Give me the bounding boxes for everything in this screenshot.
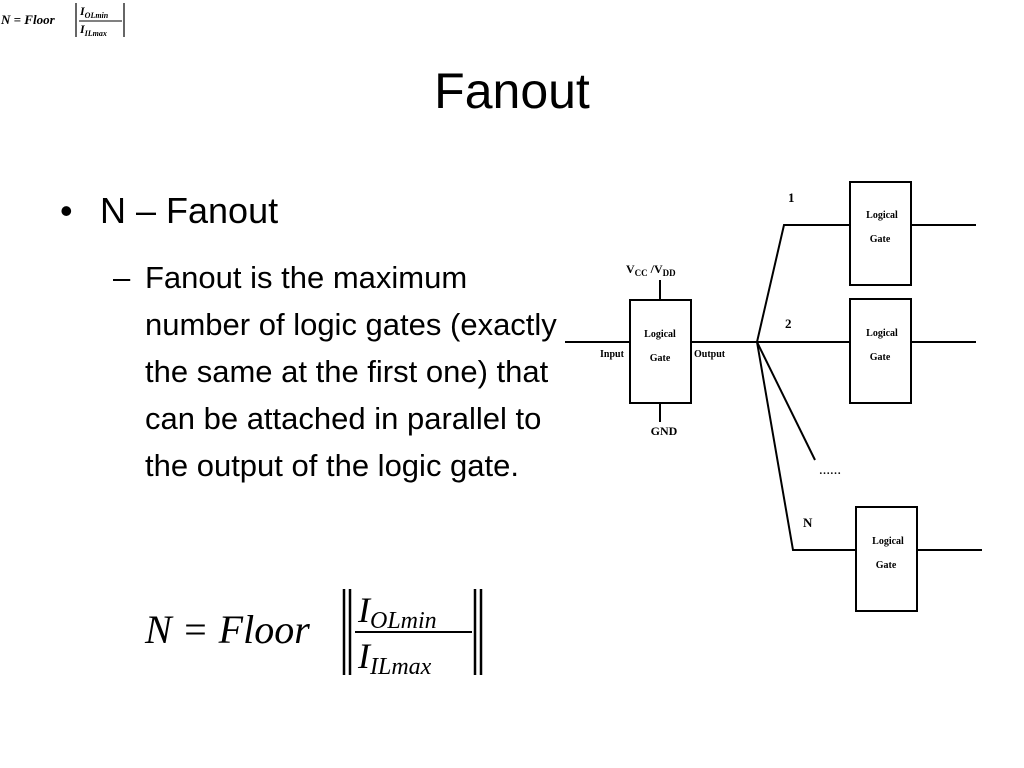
svg-text:IOLmin: IOLmin [357,590,437,634]
ground-label: GND [651,424,678,438]
svg-text:IILmax: IILmax [357,636,432,680]
bullet-level1-text: N – Fanout [100,190,279,231]
slide-title: Fanout [434,63,590,119]
fanout-diagram: Logical Gate VCC /VDD GND Input Output 1… [565,181,982,612]
svg-text:Gate: Gate [870,352,891,363]
supply-label: VCC /VDD [626,262,676,278]
thumb-lhs: N = Floor [0,12,56,27]
thumb-den-sub: ILmax [84,29,107,38]
thumb-den: I [79,22,86,36]
formula-den: I [357,636,372,676]
svg-text:IILmax: IILmax [79,22,107,38]
branch-label-n: N [803,515,813,530]
branch-label-dots: …… [819,465,841,477]
svg-text:Logical: Logical [872,536,904,547]
svg-text:Gate: Gate [876,560,897,571]
thumb-num-sub: OLmin [85,11,109,20]
driver-gate-box [629,299,692,404]
load-gate-1 [849,181,912,286]
bullet-dot-icon: • [60,190,73,231]
formula-lhs: N = Floor [144,607,310,652]
branch-label-1: 1 [788,190,795,205]
load-gate-n [855,506,918,612]
output-label: Output [694,349,726,360]
svg-text:IOLmin: IOLmin [79,4,109,20]
formula-num-sub: OLmin [370,608,437,634]
input-label: Input [600,349,625,360]
thumb-num: I [79,4,86,18]
branch-label-2: 2 [785,316,792,331]
thumbnail-formula: N = Floor IOLmin IILmax [0,3,125,38]
driver-gate-label-2: Gate [650,353,671,364]
svg-text:Gate: Gate [870,234,891,245]
fanout-formula: N = Floor IOLmin IILmax [144,589,483,680]
svg-text:Logical: Logical [866,328,898,339]
formula-num: I [357,590,372,630]
formula-den-sub: ILmax [369,654,432,680]
svg-text:Logical: Logical [866,210,898,221]
bullet-level2-text: Fanout is the maximum number of logic ga… [145,260,557,483]
driver-gate-label-1: Logical [644,329,676,340]
load-gate-2 [849,298,912,404]
bullet-dash-icon: – [113,260,131,295]
